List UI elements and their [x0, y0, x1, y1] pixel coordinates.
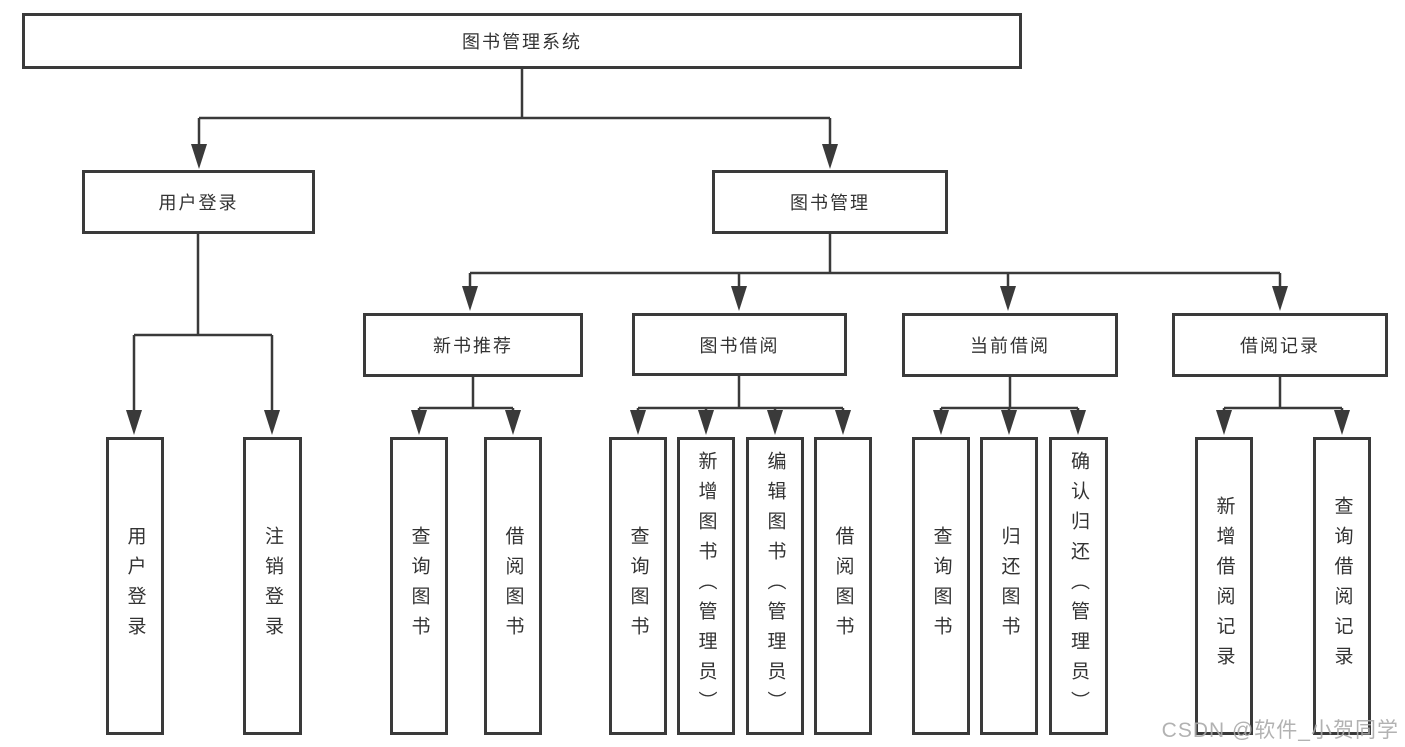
node-label: 图书管理系统 [462, 32, 582, 52]
node-book-management: 图书管理 [712, 170, 948, 234]
node-book-borrowing: 图书借阅 [632, 313, 847, 376]
node-library-management-system: 图书管理系统 [22, 13, 1022, 69]
leaf-user-login: 用户登录 [106, 437, 164, 735]
leaf-label: 借阅图书 [832, 526, 854, 646]
leaf-label: 查询图书 [408, 526, 430, 646]
watermark: CSDN @软件_小贺同学 [1161, 719, 1399, 742]
leaf-label: 用户登录 [124, 526, 146, 646]
leaf-borrow-books-recommend: 借阅图书 [484, 437, 542, 735]
leaf-confirm-return-admin: 确认归还（管理员） [1049, 437, 1108, 735]
leaf-label: 借阅图书 [502, 526, 524, 646]
leaf-label: 查询借阅记录 [1331, 496, 1353, 676]
leaf-label: 编辑图书（管理员） [764, 451, 786, 721]
leaf-label: 新增借阅记录 [1213, 496, 1235, 676]
leaf-borrow-books: 借阅图书 [814, 437, 872, 735]
node-user-login: 用户登录 [82, 170, 315, 234]
arrowheads [126, 144, 1350, 435]
node-label: 图书借阅 [699, 335, 780, 356]
leaf-label: 新增图书（管理员） [695, 451, 717, 721]
node-current-borrowing: 当前借阅 [902, 313, 1118, 377]
node-label: 新书推荐 [433, 336, 513, 356]
node-borrowing-records: 借阅记录 [1172, 313, 1388, 377]
leaf-return-books: 归还图书 [980, 437, 1038, 735]
node-label: 当前借阅 [970, 336, 1050, 356]
node-label: 借阅记录 [1240, 336, 1320, 356]
leaf-query-borrow-record: 查询借阅记录 [1313, 437, 1371, 735]
leaf-label: 查询图书 [930, 526, 952, 646]
node-new-book-recommendation: 新书推荐 [363, 313, 583, 377]
leaf-add-borrow-record: 新增借阅记录 [1195, 437, 1253, 735]
leaf-add-books-admin: 新增图书（管理员） [677, 437, 735, 735]
leaf-label: 注销登录 [262, 526, 283, 646]
leaf-query-books-borrow: 查询图书 [609, 437, 667, 735]
node-label: 用户登录 [158, 193, 239, 213]
leaf-query-books-current: 查询图书 [912, 437, 970, 735]
leaf-query-books-recommend: 查询图书 [390, 437, 448, 735]
leaf-label: 确认归还（管理员） [1068, 451, 1089, 721]
leaf-edit-books-admin: 编辑图书（管理员） [746, 437, 804, 735]
leaf-logout: 注销登录 [243, 437, 302, 735]
leaf-label: 查询图书 [627, 526, 649, 646]
leaf-label: 归还图书 [998, 526, 1020, 646]
node-label: 图书管理 [790, 193, 870, 213]
